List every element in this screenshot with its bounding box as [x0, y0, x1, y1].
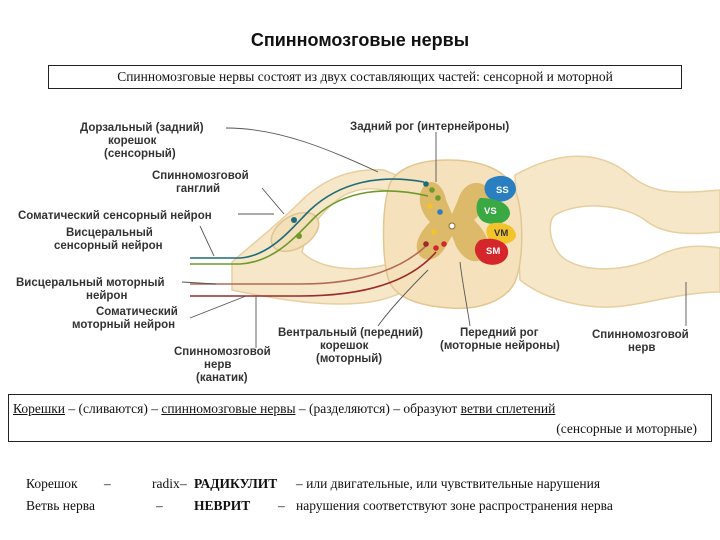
label-visceral-motor-2: нейрон	[86, 290, 127, 302]
footer-row2-desc: нарушения соответствуют зоне распростран…	[296, 498, 613, 513]
leader-visceral-sensory	[199, 225, 215, 257]
summary-line-2: (сенсорные и моторные)	[556, 421, 697, 436]
zone-vs-label: VS	[484, 206, 497, 217]
summary-box: Корешки – (сливаются) – спинномозговые н…	[8, 394, 712, 442]
interneuron-dot	[433, 245, 439, 251]
label-spinal-nerve-right-1: Спинномозговой	[592, 329, 689, 341]
merge-text: – (сливаются) –	[65, 401, 162, 416]
footer-row1-disease: РАДИКУЛИТ	[194, 476, 278, 491]
zone-ss	[484, 175, 516, 202]
somatic-sensory-fiber	[190, 178, 425, 259]
label-anterior-horn-1: Передний рог	[460, 327, 539, 339]
subtitle-box: Спинномозговые нервы состоят из двух сос…	[48, 65, 682, 89]
interneuron-dot	[427, 203, 433, 209]
branches-term: ветви сплетений	[460, 401, 556, 416]
zone-ss-label: SS	[496, 185, 509, 196]
label-spinal-nerve-left-1: Спинномозговой	[174, 346, 271, 358]
footer-row2-term: Ветвь нерва	[26, 498, 95, 513]
leader-ventral-root	[377, 269, 429, 327]
page-title: Спинномозговые нервы	[250, 30, 470, 50]
label-ventral-root-1: Вентральный (передний)	[278, 327, 423, 339]
label-posterior-horn: Задний рог (интернейроны)	[350, 121, 509, 133]
zone-vs	[476, 198, 510, 224]
label-somatic-motor-1: Соматический	[96, 306, 178, 318]
label-spinal-nerve-right-2: нерв	[628, 342, 655, 354]
label-dorsal-root-2: корешок	[108, 135, 157, 147]
somatic-motor-fiber	[190, 251, 437, 297]
roots-term: Корешки	[13, 401, 66, 416]
interneuron-dot	[423, 181, 429, 187]
interneuron-dot	[431, 229, 437, 235]
footer-row1-dash2: –	[180, 476, 187, 491]
interneuron-dot	[441, 241, 447, 247]
leader-anterior-horn	[459, 261, 471, 327]
label-ganglion-2: ганглий	[176, 183, 220, 195]
right-spinal-nerve	[514, 155, 720, 308]
label-spinal-nerve-left-3: (канатик)	[196, 372, 248, 384]
label-somatic-sensory: Соматический сенсорный нейрон	[18, 210, 212, 222]
label-dorsal-root-1: Дорзальный (задний)	[80, 122, 204, 134]
footer-row1-dash1: –	[104, 476, 111, 491]
zone-sm	[474, 238, 509, 265]
leader-visceral-motor	[181, 281, 217, 285]
interneuron-dot	[435, 195, 441, 201]
label-ventral-root-2: корешок	[320, 340, 369, 352]
label-visceral-sensory-2: сенсорный нейрон	[54, 240, 163, 252]
ganglion-neuron-dot	[296, 233, 302, 239]
leader-somatic-motor	[189, 295, 247, 319]
label-visceral-motor-1: Висцеральный моторный	[16, 277, 165, 289]
footer-row1-latin: radix	[152, 476, 180, 491]
footer-row2-dash1: –	[156, 498, 163, 513]
zone-sm-label: SM	[486, 246, 500, 257]
nerves-term: спинномозговые нервы	[161, 401, 296, 416]
summary-line-1: Корешки – (сливаются) – спинномозговые н…	[13, 401, 555, 417]
zone-vm-label: VM	[494, 228, 508, 239]
footer-row1-term: Корешок	[26, 476, 78, 491]
central-canal	[448, 222, 456, 230]
interneuron-dot	[429, 187, 435, 193]
split-text: – (разделяются) – образуют	[295, 401, 461, 416]
visceral-sensory-fiber	[190, 190, 429, 265]
footer-row2-disease: НЕВРИТ	[194, 498, 251, 513]
interneuron-dot	[437, 209, 443, 215]
label-anterior-horn-2: (моторные нейроны)	[440, 340, 560, 352]
label-dorsal-root-3: (сенсорный)	[104, 148, 176, 160]
footer-row1-desc: – или двигательные, или чувствительные н…	[296, 476, 601, 491]
footer-row2-dash2: –	[278, 498, 285, 513]
leader-ganglion	[261, 187, 285, 215]
ganglion-neuron-dot	[291, 217, 297, 223]
label-visceral-sensory-1: Висцеральный	[66, 227, 153, 239]
label-ganglion-1: Спинномозговой	[152, 170, 249, 182]
gray-matter	[416, 181, 490, 262]
label-spinal-nerve-left-2: нерв	[204, 359, 231, 371]
left-spinal-nerve	[231, 169, 431, 305]
label-ventral-root-3: (моторный)	[316, 353, 382, 365]
visceral-motor-fiber	[190, 245, 427, 285]
label-somatic-motor-2: моторный нейрон	[72, 319, 175, 331]
zone-vm	[486, 222, 516, 244]
interneuron-dot	[423, 241, 429, 247]
leader-dorsal-root	[225, 127, 379, 173]
